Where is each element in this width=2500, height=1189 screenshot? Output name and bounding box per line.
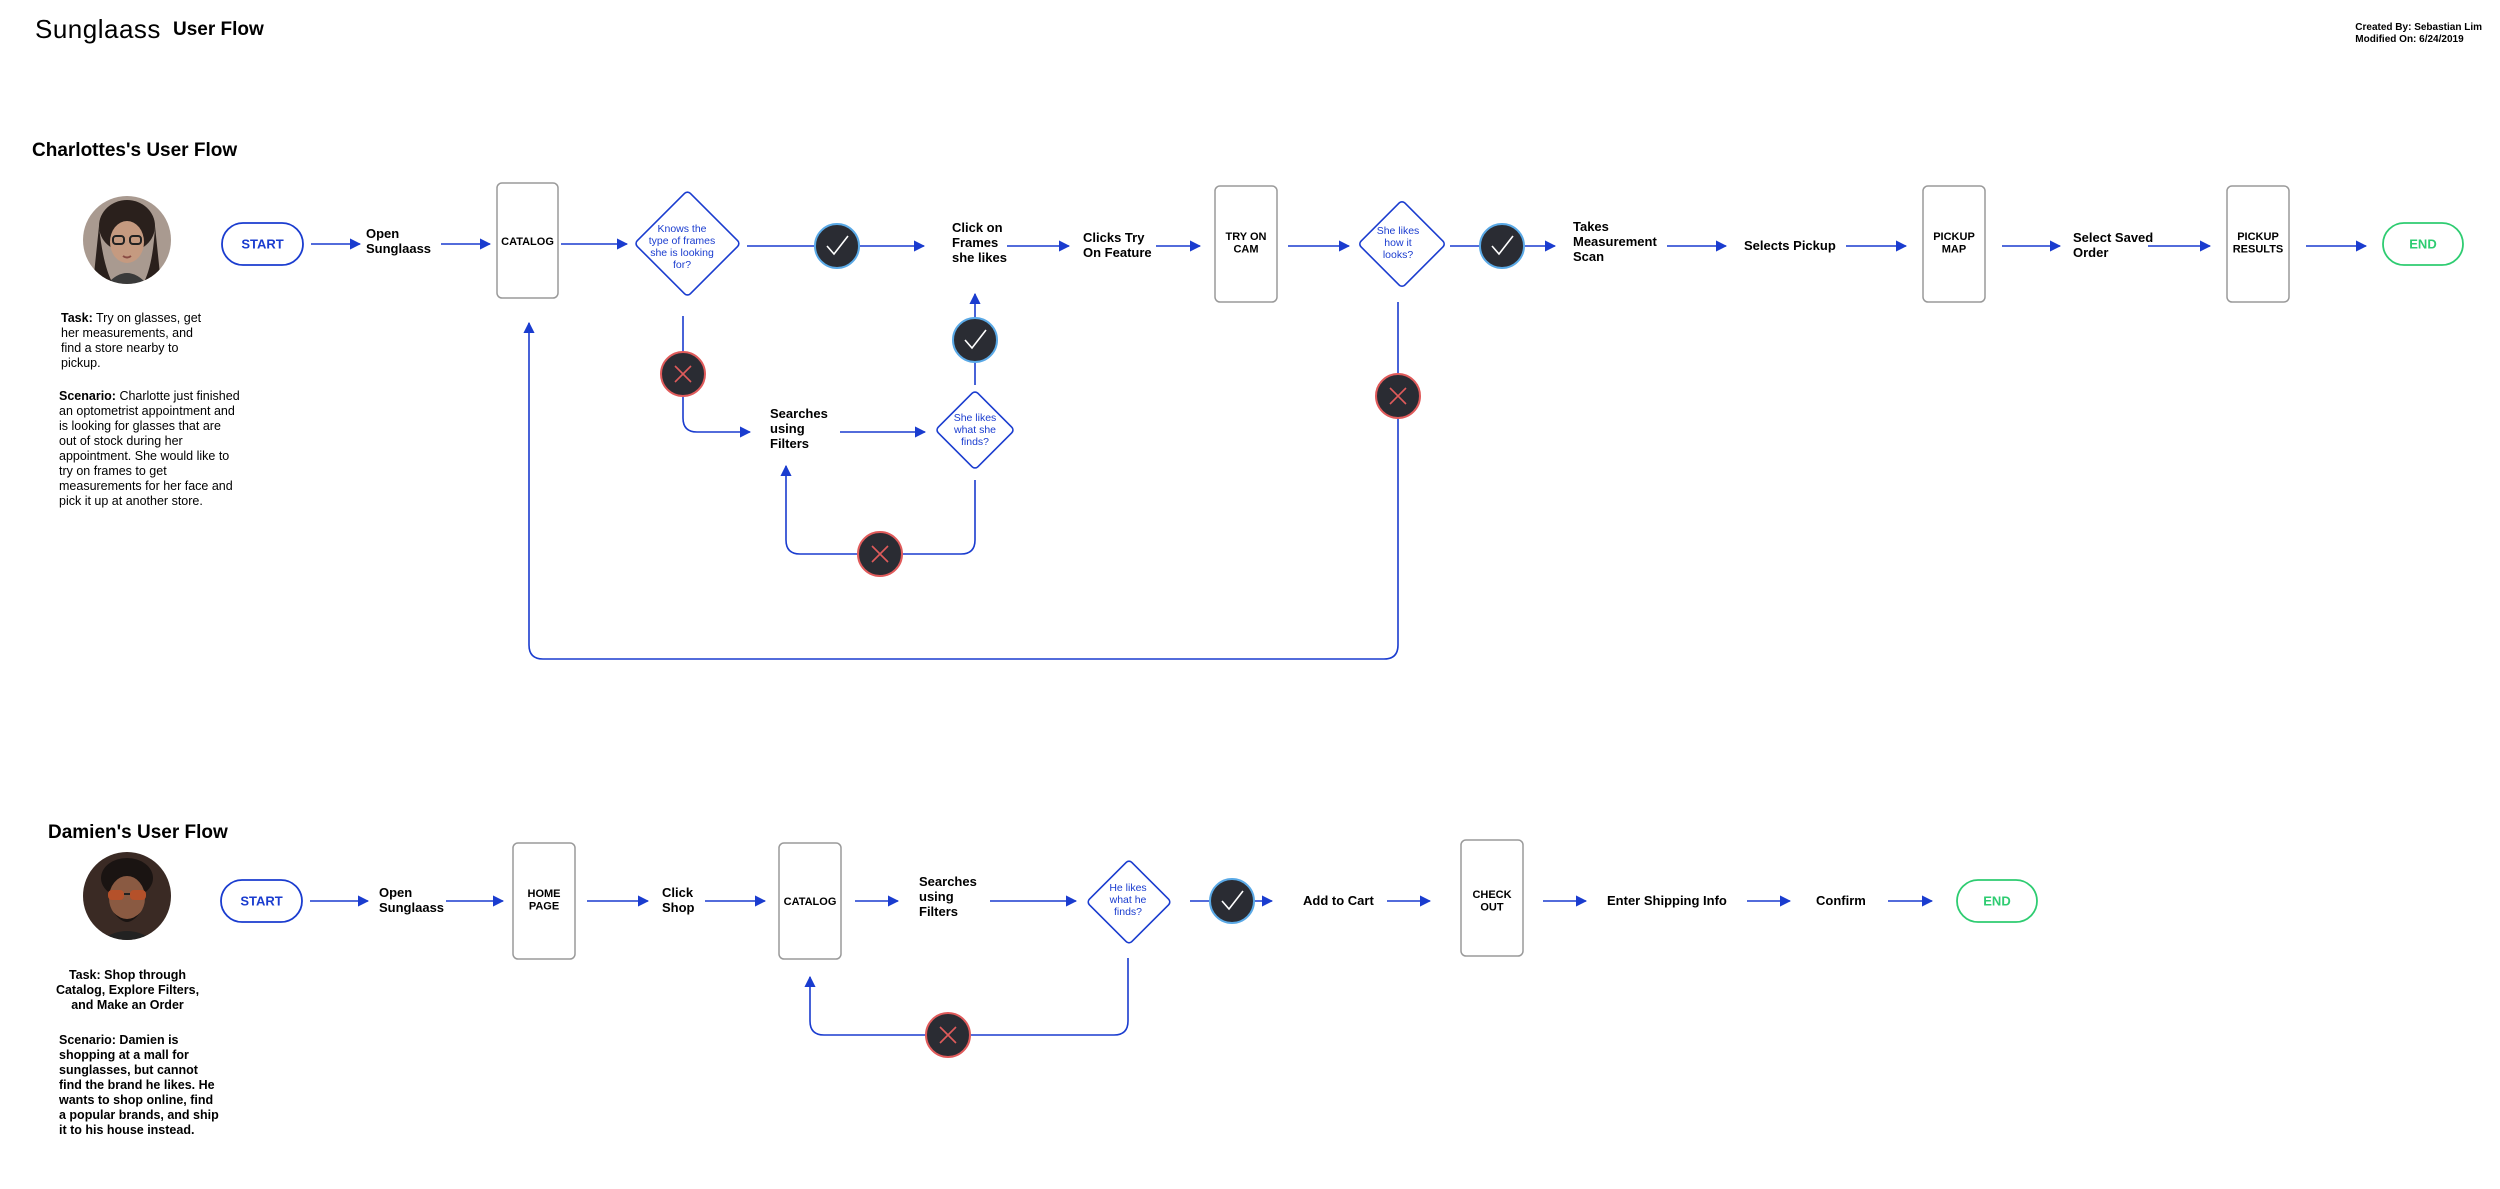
created-by: Created By: Sebastian Lim (2355, 22, 2482, 33)
charlotte-selects-pickup-label: Selects Pickup (1744, 238, 1836, 253)
charlotte-catalog-screen (496, 182, 559, 299)
damien-end-node (1956, 879, 2038, 923)
edge-d-decision-no (970, 958, 1129, 1036)
brand-logo: Sunglaass (35, 14, 161, 44)
damien-avatar-image (83, 852, 171, 940)
charlotte-flow-title: Charlottes's User Flow (32, 140, 238, 161)
damien-confirm-label: Confirm (1816, 893, 1866, 908)
damien-task: Task: Shop through Catalog, Explore Filt… (55, 968, 200, 1012)
document-title: User Flow (173, 19, 264, 40)
charlotte-scenario-text: Charlotte just finished an optometrist a… (59, 389, 240, 508)
charlotte-pickupmap-screen (1922, 185, 1986, 303)
x-icon (1375, 373, 1421, 419)
damien-start-label: START (240, 893, 282, 908)
charlotte-likes-looks-decision (1359, 201, 1445, 287)
edge-decision3-no (902, 480, 976, 555)
x-icon (857, 531, 903, 577)
modified-on: Modified On: 6/24/2019 (2355, 34, 2464, 45)
damien-home-screen (512, 842, 576, 960)
document-meta: Created By: Sebastian Lim Modified On: 6… (2355, 22, 2482, 46)
charlotte-avatar-image (83, 196, 171, 284)
charlotte-knows-decision (635, 191, 740, 296)
damien-avatar (83, 852, 171, 940)
edge-no3-searches (780, 464, 858, 555)
damien-shipping-label: Enter Shipping Info (1607, 893, 1727, 908)
charlotte-yes-markers (814, 223, 1525, 363)
charlotte-task-text: Try on glasses, get her measurements, an… (61, 311, 202, 370)
check-icon (814, 223, 860, 269)
charlotte-catalog-label: CATALOG (501, 236, 554, 248)
damien-end-label: END (1983, 893, 2010, 908)
charlotte-scenario: Scenario: Charlotte just finished an opt… (59, 389, 241, 509)
check-icon (1479, 223, 1525, 269)
damien-addcart-label: Add to Cart (1303, 893, 1374, 908)
charlotte-end-node (2382, 222, 2464, 266)
damien-likes-finds-decision (1087, 860, 1171, 944)
charlotte-start-label: START (241, 236, 283, 251)
check-icon (952, 317, 998, 363)
damien-checkout-screen (1460, 839, 1524, 957)
charlotte-connectors (311, 238, 2368, 660)
edge-d-no-catalog (804, 975, 926, 1036)
charlotte-likes-finds-decision (936, 391, 1014, 469)
edge-no2-catalog (523, 321, 1399, 660)
damien-markers (925, 878, 1255, 1058)
charlotte-task-label: Task: (61, 311, 93, 325)
damien-scenario: Scenario: Damien is shopping at a mall f… (59, 1033, 219, 1137)
check-icon (1209, 878, 1255, 924)
charlotte-start-node (221, 222, 304, 266)
charlotte-pickupresults-screen (2226, 185, 2290, 303)
charlotte-task: Task: Try on glasses, get her measuremen… (61, 311, 211, 371)
damien-start-node (220, 879, 303, 923)
charlotte-no-markers (660, 351, 1421, 577)
damien-connectors (310, 895, 1934, 1036)
x-icon (925, 1012, 971, 1058)
x-icon (660, 351, 706, 397)
charlotte-end-label: END (2409, 236, 2436, 251)
edge-no-searches (682, 397, 752, 438)
damien-flow-title: Damien's User Flow (48, 822, 228, 843)
charlotte-scenario-label: Scenario: (59, 389, 116, 403)
damien-catalog-screen (778, 842, 842, 960)
charlotte-trycam-screen (1214, 185, 1278, 303)
charlotte-avatar (83, 196, 171, 284)
damien-catalog-label: CATALOG (784, 896, 837, 908)
